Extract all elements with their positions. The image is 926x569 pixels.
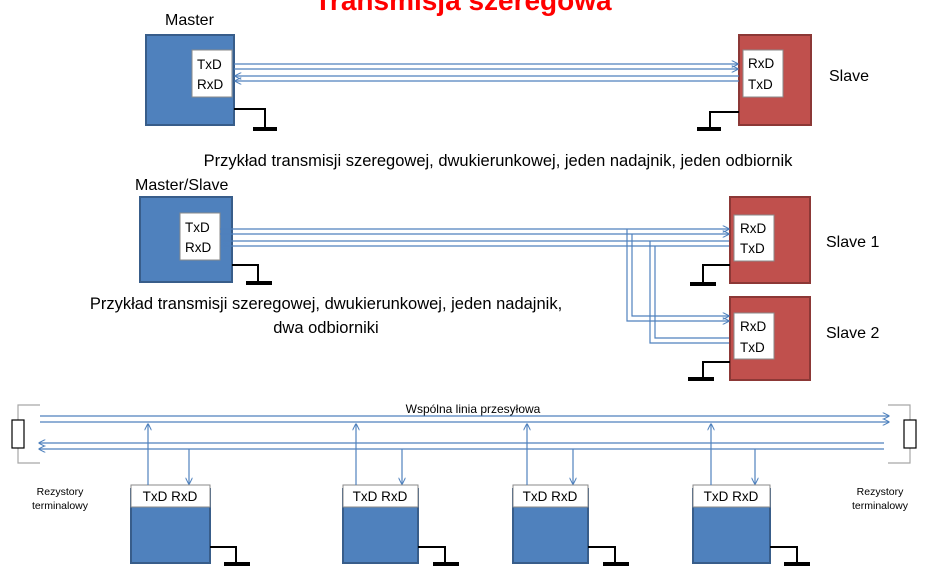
master2-ground-wire xyxy=(232,264,259,282)
slave2-rxd-pin: RxD xyxy=(740,319,766,334)
slave2-label: Slave 2 xyxy=(826,325,879,342)
section2-caption-line2: dwa odbiorniki xyxy=(273,319,378,337)
branch-rx-slave2-inner xyxy=(654,246,729,339)
branch-rx-slave2-outer xyxy=(649,241,729,344)
section1-caption: Przykład transmisji szeregowej, dwukieru… xyxy=(204,152,794,170)
section2-caption-line1: Przykład transmisji szeregowej, dwukieru… xyxy=(90,295,562,313)
node1-pin-panel xyxy=(130,484,211,508)
page-title: Transmisja szeregowa xyxy=(314,0,612,16)
bus-node-4: TxD RxD xyxy=(692,424,810,566)
branch-tx-slave2-outer xyxy=(626,229,729,321)
slave-pin-panel xyxy=(742,49,784,98)
bus-node-2: TxD RxD xyxy=(342,424,459,566)
left-terminator-resistor xyxy=(11,419,25,449)
branch-tx-slave2-inner xyxy=(631,234,729,316)
node2-pin-panel xyxy=(342,484,419,508)
slave1-ground-wire xyxy=(702,264,730,283)
node1-ground-wire xyxy=(210,546,237,563)
bus-label: Wspólna linia przesyłowa xyxy=(406,402,541,416)
master-slave-label: Master/Slave xyxy=(135,177,228,194)
node4-pins: TxD RxD xyxy=(704,489,759,504)
slave1-pin-panel xyxy=(733,214,775,262)
node1-pins: TxD RxD xyxy=(143,489,198,504)
slave1-label: Slave 1 xyxy=(826,234,879,251)
right-terminator-label-line1: Rezystory xyxy=(857,486,904,498)
left-terminator-label-line2: terminalowy xyxy=(32,500,89,512)
slave1-rxd-pin: RxD xyxy=(740,221,766,236)
slave-txd-pin: TxD xyxy=(748,77,773,92)
right-terminator-wire xyxy=(888,404,911,464)
slave-label: Slave xyxy=(829,68,869,85)
node3-pins: TxD RxD xyxy=(523,489,578,504)
master-rxd-pin: RxD xyxy=(197,77,223,92)
node2-pins: TxD RxD xyxy=(353,489,408,504)
master2-rxd-pin: RxD xyxy=(185,240,211,255)
slave-rxd-pin: RxD xyxy=(748,56,774,71)
node4-ground-wire xyxy=(770,546,798,563)
node3-ground-wire xyxy=(588,546,616,563)
slave-ground-wire xyxy=(709,111,739,128)
left-terminator-wire xyxy=(17,404,40,464)
right-terminator-label-line2: terminalowy xyxy=(852,500,909,512)
right-terminator-resistor xyxy=(903,419,917,449)
bus-node-3: TxD RxD xyxy=(512,424,629,566)
bus-node-1: TxD RxD xyxy=(130,424,250,566)
slave2-pin-panel xyxy=(733,312,775,360)
master2-txd-pin: TxD xyxy=(185,220,210,235)
node4-pin-panel xyxy=(692,484,771,508)
node3-pin-panel xyxy=(512,484,589,508)
master-pin-panel xyxy=(191,49,233,98)
left-terminator-label-line1: Rezystory xyxy=(37,486,84,498)
master-ground-wire xyxy=(234,108,266,128)
slave2-txd-pin: TxD xyxy=(740,340,765,355)
master2-pin-panel xyxy=(179,212,221,261)
slave1-txd-pin: TxD xyxy=(740,241,765,256)
node2-ground-wire xyxy=(418,546,446,563)
master-label: Master xyxy=(165,12,215,29)
master-txd-pin: TxD xyxy=(197,57,222,72)
slave2-ground-wire xyxy=(702,361,730,378)
